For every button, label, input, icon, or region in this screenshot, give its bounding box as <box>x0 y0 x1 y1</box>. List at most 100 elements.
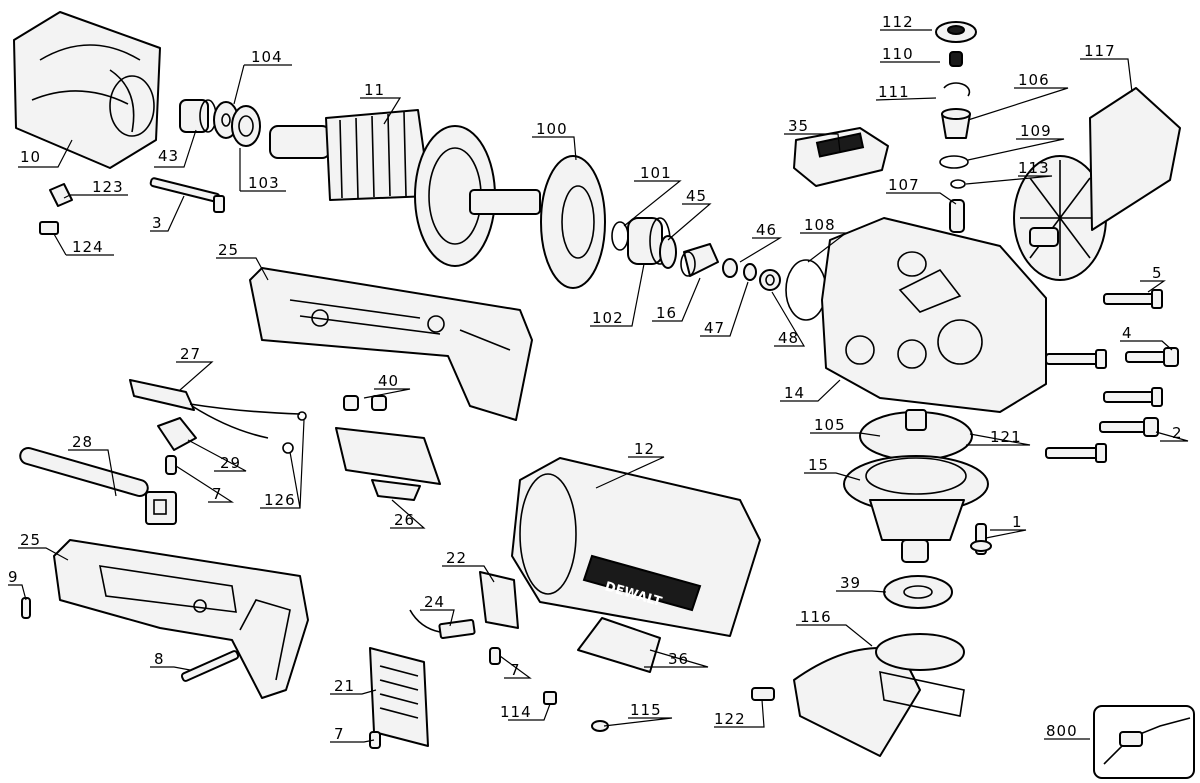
screw-5 <box>1103 289 1163 309</box>
callout-124: 124 <box>72 238 104 256</box>
callout-labels: 10 104 43 103 11 100 101 45 46 108 102 1… <box>8 13 1183 743</box>
callout-107: 107 <box>888 176 920 194</box>
spindle-bearing <box>883 575 953 609</box>
callout-7-mid: 7 <box>510 661 521 679</box>
wheel-guard-clamp <box>843 455 989 563</box>
callout-35: 35 <box>788 117 809 135</box>
callout-36: 36 <box>668 650 689 668</box>
motor-housing: DEWALT <box>511 457 761 637</box>
callout-29: 29 <box>220 454 241 472</box>
handle-half-outer <box>53 539 309 699</box>
callout-115: 115 <box>630 701 662 719</box>
side-handle <box>1013 87 1181 281</box>
field-coil <box>13 11 161 169</box>
bearing-sleeve <box>179 99 217 133</box>
trigger-switch <box>335 427 441 501</box>
cord-set-inset <box>1093 705 1195 779</box>
callout-47: 47 <box>704 319 725 337</box>
callout-110: 110 <box>882 45 914 63</box>
screw-gear-case-c <box>1045 443 1107 463</box>
spindle-lock-spring <box>949 51 963 67</box>
screw-7b <box>489 647 501 665</box>
callout-109: 109 <box>1020 122 1052 140</box>
callout-46: 46 <box>756 221 777 239</box>
small-retaining-ring <box>950 179 966 189</box>
carbon-brush <box>409 609 476 640</box>
callout-105: 105 <box>814 416 846 434</box>
spindle-lock-button <box>935 21 977 43</box>
callout-48: 48 <box>778 329 799 347</box>
screw-7c <box>369 731 381 749</box>
callout-12: 12 <box>634 440 655 458</box>
brush-holders <box>343 395 387 411</box>
callout-2: 2 <box>1172 424 1183 442</box>
callout-104: 104 <box>251 48 283 66</box>
retaining-ring <box>611 221 629 251</box>
callout-25-top: 25 <box>218 241 239 259</box>
callout-126: 126 <box>264 491 296 509</box>
screw-7a <box>165 455 177 475</box>
callout-122: 122 <box>714 710 746 728</box>
armature <box>269 109 541 267</box>
switch-actuator <box>479 571 519 629</box>
callout-111: 111 <box>878 83 910 101</box>
callout-25-bottom: 25 <box>20 531 41 549</box>
callout-1: 1 <box>1012 513 1023 531</box>
callout-7-bottom: 7 <box>334 725 345 743</box>
callout-123: 123 <box>92 178 124 196</box>
gear-case-o-ring <box>785 259 827 321</box>
callout-28: 28 <box>72 433 93 451</box>
pinion-nut <box>759 269 781 291</box>
snap-ring <box>943 82 971 97</box>
cord-protector <box>129 379 307 454</box>
wire-connector <box>39 221 59 235</box>
bolt-2 <box>1099 417 1159 437</box>
callout-39: 39 <box>840 574 861 592</box>
callout-116: 116 <box>800 608 832 626</box>
callout-113: 113 <box>1018 159 1050 177</box>
rear-bearing <box>231 105 261 147</box>
callout-108: 108 <box>804 216 836 234</box>
switch-cover <box>369 647 429 747</box>
bolt-4 <box>1125 347 1179 367</box>
screw-8 <box>180 650 240 682</box>
callout-24: 24 <box>424 593 445 611</box>
callout-117: 117 <box>1084 42 1116 60</box>
spanner-wrench <box>19 447 177 525</box>
callout-43: 43 <box>158 147 179 165</box>
callout-26: 26 <box>394 511 415 529</box>
spindle-o-ring <box>939 155 969 169</box>
callout-5: 5 <box>1152 264 1163 282</box>
callout-16: 16 <box>656 304 677 322</box>
callout-21: 21 <box>334 677 355 695</box>
guard-pin <box>751 687 775 701</box>
screw-1 <box>970 523 992 555</box>
leader-lines <box>8 29 1189 743</box>
spacer-washer <box>659 235 677 269</box>
callout-45: 45 <box>686 187 707 205</box>
wire-clip <box>49 183 73 207</box>
callout-22: 22 <box>446 549 467 567</box>
spindle-lock-cover <box>793 127 889 187</box>
callout-3: 3 <box>152 214 163 232</box>
cord-clamp <box>157 417 197 451</box>
callout-114: 114 <box>500 703 532 721</box>
callout-10: 10 <box>20 148 41 166</box>
callout-101: 101 <box>640 164 672 182</box>
screw-gear-case-a <box>1045 349 1107 369</box>
nameplate-label <box>577 617 661 673</box>
callout-27: 27 <box>180 345 201 363</box>
callout-9: 9 <box>8 568 19 586</box>
callout-11: 11 <box>364 81 385 99</box>
fan-baffle <box>540 155 606 289</box>
wheel-guard <box>793 633 965 757</box>
terminal-114 <box>543 691 557 705</box>
screw-9 <box>21 597 31 619</box>
gear-case <box>821 217 1047 413</box>
lock-pin <box>949 199 965 233</box>
callout-103: 103 <box>248 174 280 192</box>
callout-15: 15 <box>808 456 829 474</box>
callout-112: 112 <box>882 13 914 31</box>
lock-washer <box>722 258 738 278</box>
